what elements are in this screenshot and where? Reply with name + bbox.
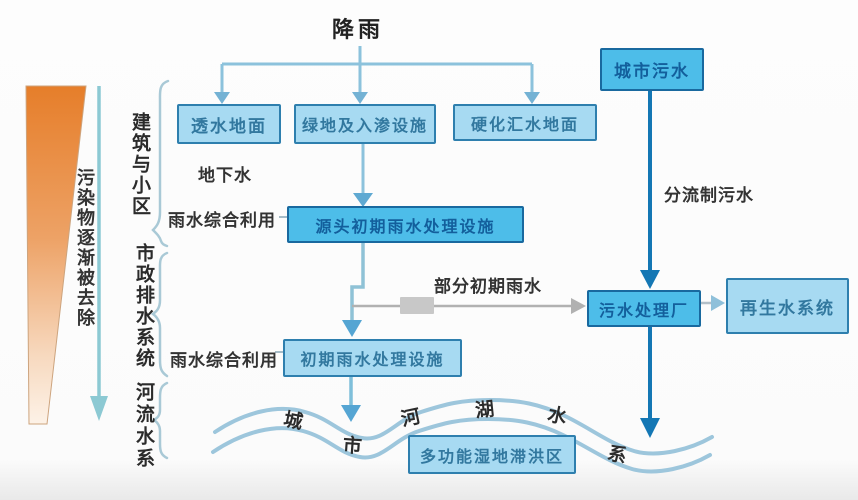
separate-sewage-label: 分流制污水 — [664, 186, 754, 206]
node-sewage-plant: 污水处理厂 — [587, 290, 701, 327]
groundwater-label: 地下水 — [198, 166, 252, 186]
section-river-system: 河流水系 — [133, 382, 155, 470]
rainfall-title: 降雨 — [332, 18, 385, 43]
valve-icon — [400, 297, 434, 314]
pollutant-removal-label: 污染物逐渐被去除 — [74, 168, 95, 328]
node-wetland-detention: 多功能湿地滞洪区 — [408, 435, 576, 474]
node-urban-sewage: 城市污水 — [600, 48, 704, 91]
section-braces — [150, 79, 170, 460]
plant-to-reclaimed-arrow — [699, 295, 725, 311]
rainwater-use-lower-label: 雨水综合利用 — [170, 351, 278, 371]
partial-initial-rain-label: 部分初期雨水 — [434, 277, 542, 297]
section-building-district: 建筑与小区 — [129, 112, 151, 217]
brace-building-district — [151, 79, 170, 248]
green-to-source-arrow — [353, 141, 373, 207]
partial-rain-gray-line — [352, 297, 586, 314]
rainwater-use-upper-label: 雨水综合利用 — [168, 211, 276, 231]
rain-split-arrowheads — [214, 92, 540, 104]
node-hardened-catchment: 硬化汇水地面 — [453, 104, 597, 141]
river-lines-icon — [211, 397, 714, 474]
node-source-treatment: 源头初期雨水处理设施 — [287, 206, 524, 243]
sewage-to-plant-arrow — [640, 88, 660, 289]
initial-to-river-arrow — [341, 374, 361, 422]
node-permeable-ground: 透水地面 — [177, 104, 281, 144]
node-green-infiltration: 绿地及入渗设施 — [294, 104, 436, 144]
source-to-initial-arrow — [342, 240, 365, 337]
river-char-hu: 湖 — [474, 398, 496, 422]
label-ticks — [275, 216, 287, 353]
plant-to-river-arrow — [640, 324, 660, 438]
brace-river-system — [151, 381, 169, 460]
rain-split-connector — [220, 46, 534, 92]
removal-direction-arrow-icon — [90, 86, 108, 421]
node-initial-treatment: 初期雨水处理设施 — [283, 339, 462, 377]
section-municipal-drainage: 市政排水系统 — [133, 243, 155, 369]
node-reclaimed-water: 再生水系统 — [726, 278, 849, 334]
river-char-shi: 市 — [342, 434, 363, 458]
brace-municipal-drainage — [150, 251, 169, 378]
pollutant-gradient-wedge-icon — [25, 85, 87, 425]
